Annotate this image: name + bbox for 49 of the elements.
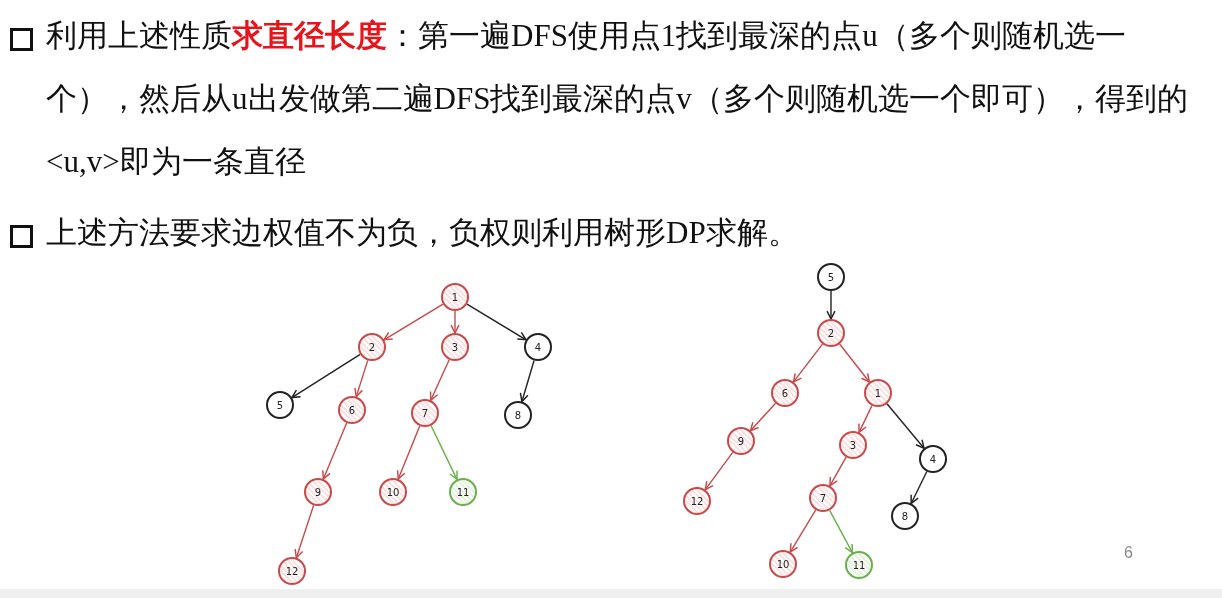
bullet-text: 上述方法要求边权值不为负，负权则利用树形DP求解。	[46, 214, 800, 252]
tree-node: 11	[845, 551, 873, 579]
arrow	[450, 310, 460, 334]
arrow	[466, 303, 527, 341]
tree-node: 4	[919, 445, 947, 473]
tree-node: 10	[769, 550, 797, 578]
arrow	[829, 456, 847, 487]
tree-node: 9	[304, 478, 332, 506]
tree-node: 11	[449, 478, 477, 506]
tree-node: 5	[266, 391, 294, 419]
tree-node: 8	[891, 502, 919, 530]
arrow	[429, 359, 450, 401]
arrow	[704, 451, 734, 491]
arrow	[294, 504, 315, 559]
tree-node: 6	[771, 379, 799, 407]
tree-node: 1	[441, 283, 469, 311]
tree-node: 12	[278, 557, 306, 585]
arrow	[838, 343, 871, 383]
page-number: 6	[1124, 544, 1133, 562]
tree-node: 5	[817, 263, 845, 291]
arrow	[291, 353, 361, 399]
tree-node: 4	[524, 333, 552, 361]
tree-node: 3	[839, 431, 867, 459]
arrow	[322, 422, 348, 480]
tree-node: 7	[809, 484, 837, 512]
tree-node: 6	[338, 396, 366, 424]
arrow	[749, 402, 777, 432]
tree-node: 2	[358, 333, 386, 361]
arrow	[430, 424, 458, 481]
bullet-text: 利用上述性质求直径长度：第一遍DFS使用点1找到最深的点u（多个则随机选一个），然后从u出发做第二遍DFS找到最深的点v（多个则随机选一个即可），得到的<u,v>即为一条直径	[46, 17, 1189, 181]
tree-node: 9	[727, 427, 755, 455]
tree-node: 10	[379, 478, 407, 506]
tree-node: 3	[441, 333, 469, 361]
arrow	[396, 425, 421, 480]
arrow	[886, 403, 925, 449]
tree-node: 7	[411, 399, 439, 427]
arrow	[383, 303, 444, 341]
arrow	[858, 404, 873, 434]
arrow	[354, 359, 369, 398]
tree-node: 12	[683, 487, 711, 515]
tree-node: 8	[504, 401, 532, 429]
tree-node: 1	[864, 379, 892, 407]
arrow	[792, 343, 824, 383]
arrow	[826, 290, 836, 320]
arrow	[789, 509, 817, 553]
arrow	[910, 470, 928, 505]
tree-node: 2	[817, 319, 845, 347]
arrow	[828, 509, 854, 554]
arrow	[519, 359, 535, 403]
